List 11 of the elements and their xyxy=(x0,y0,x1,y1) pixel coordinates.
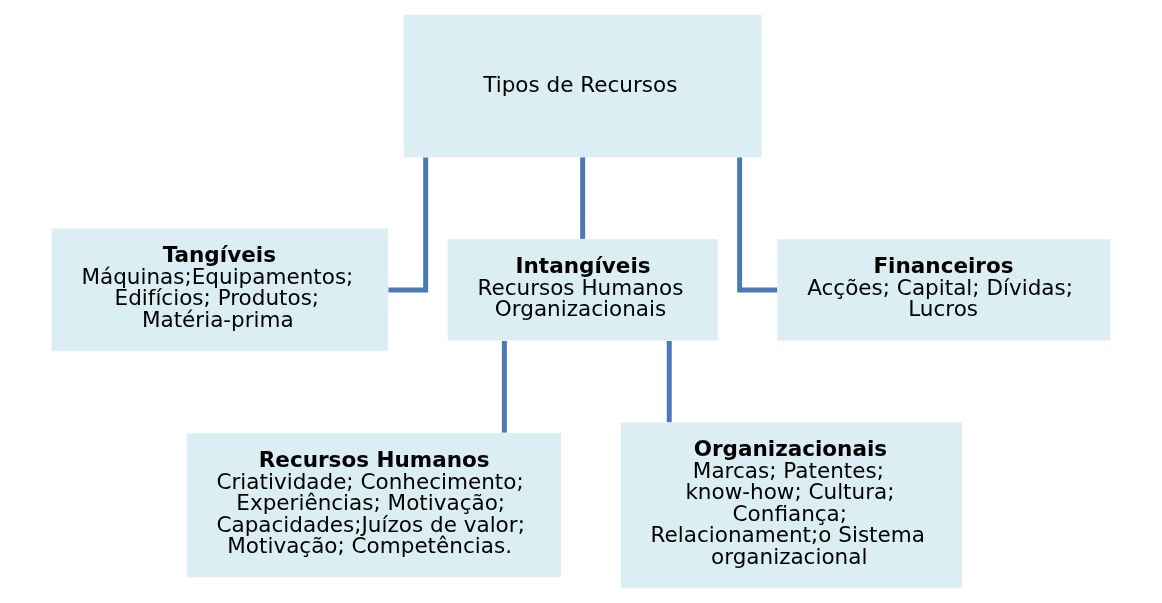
connector xyxy=(388,157,429,293)
node-box: Organizacionais Marcas; Patentes; know-how; Cultura; Confiança; Relacionament;o Sistema organizacional xyxy=(620,422,963,589)
node-box: Tangíveis Máquinas;Equipamentos; Edifícios; Produtos; Matéria-prima xyxy=(51,228,388,352)
node-box: Tipos de Recursos xyxy=(403,14,762,158)
node-box: Recursos Humanos Criatividade; Conhecimento; Experiências; Motivação; Capacidades;Juízos de valor; Motivação; Competências. xyxy=(186,433,562,578)
connector xyxy=(666,340,672,423)
node-box: Financeiros Acções; Capital; Dívidas; Lucros xyxy=(777,239,1111,341)
connector xyxy=(580,157,586,239)
connector xyxy=(737,157,778,293)
connector xyxy=(501,340,507,433)
node-box: Intangíveis Recursos Humanos Organizacionais xyxy=(447,239,718,341)
